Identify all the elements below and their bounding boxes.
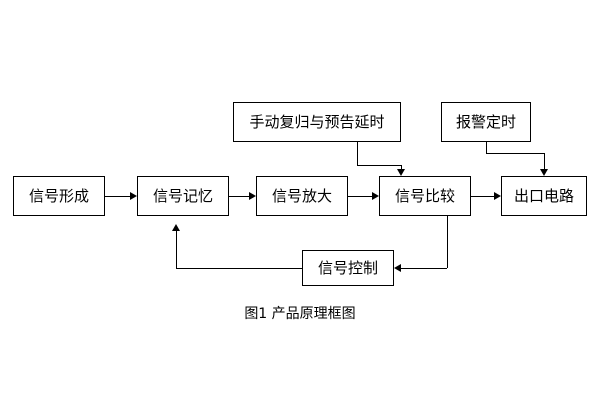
- node-manual-reset-delay-label: 手动复归与预告延时: [249, 112, 385, 131]
- node-signal-memory[interactable]: 信号记忆: [137, 176, 229, 216]
- connector-manual-reset-vertical: [357, 142, 358, 165]
- arrowhead-compare-to-output: [494, 192, 501, 200]
- node-alarm-timer[interactable]: 报警定时: [441, 102, 531, 142]
- arrowhead-memory-to-amplify: [249, 192, 256, 200]
- connector-manual-reset-drop: [401, 165, 402, 169]
- node-manual-reset-delay[interactable]: 手动复归与预告延时: [233, 102, 401, 142]
- node-output-circuit-label: 出口电路: [513, 186, 574, 205]
- connector-amplify-to-compare: [348, 196, 372, 197]
- connector-manual-reset-horizontal: [357, 165, 401, 166]
- connector-forming-to-memory: [105, 196, 130, 197]
- arrowhead-amplify-to-compare: [372, 192, 379, 200]
- connector-alarm-timer-horizontal: [486, 153, 544, 154]
- node-alarm-timer-label: 报警定时: [455, 112, 516, 131]
- connector-compare-to-control-vertical: [447, 216, 448, 268]
- node-signal-memory-label: 信号记忆: [152, 186, 213, 205]
- node-output-circuit[interactable]: 出口电路: [501, 176, 587, 216]
- node-signal-control-label: 信号控制: [317, 258, 378, 277]
- connector-control-to-memory-vertical: [176, 231, 177, 268]
- node-signal-amplify-label: 信号放大: [271, 186, 332, 205]
- connector-alarm-timer-vertical: [486, 142, 487, 153]
- connector-control-to-memory-horizontal: [176, 268, 302, 269]
- arrowhead-compare-to-control: [394, 264, 401, 272]
- node-signal-forming[interactable]: 信号形成: [13, 176, 105, 216]
- node-signal-compare[interactable]: 信号比较: [379, 176, 471, 216]
- connector-memory-to-amplify: [229, 196, 249, 197]
- node-signal-compare-label: 信号比较: [394, 186, 455, 205]
- arrowhead-alarm-timer-to-output: [540, 169, 548, 176]
- node-signal-amplify[interactable]: 信号放大: [256, 176, 348, 216]
- arrowhead-manual-reset-to-compare: [397, 169, 405, 176]
- node-signal-forming-label: 信号形成: [28, 186, 89, 205]
- figure-caption: 图1 产品原理框图: [244, 306, 356, 322]
- node-signal-control[interactable]: 信号控制: [302, 250, 394, 286]
- connector-alarm-timer-drop: [544, 153, 545, 169]
- arrowhead-forming-to-memory: [130, 192, 137, 200]
- connector-compare-to-output: [471, 196, 494, 197]
- arrowhead-control-to-memory: [172, 224, 180, 231]
- connector-compare-to-control-horizontal: [401, 268, 447, 269]
